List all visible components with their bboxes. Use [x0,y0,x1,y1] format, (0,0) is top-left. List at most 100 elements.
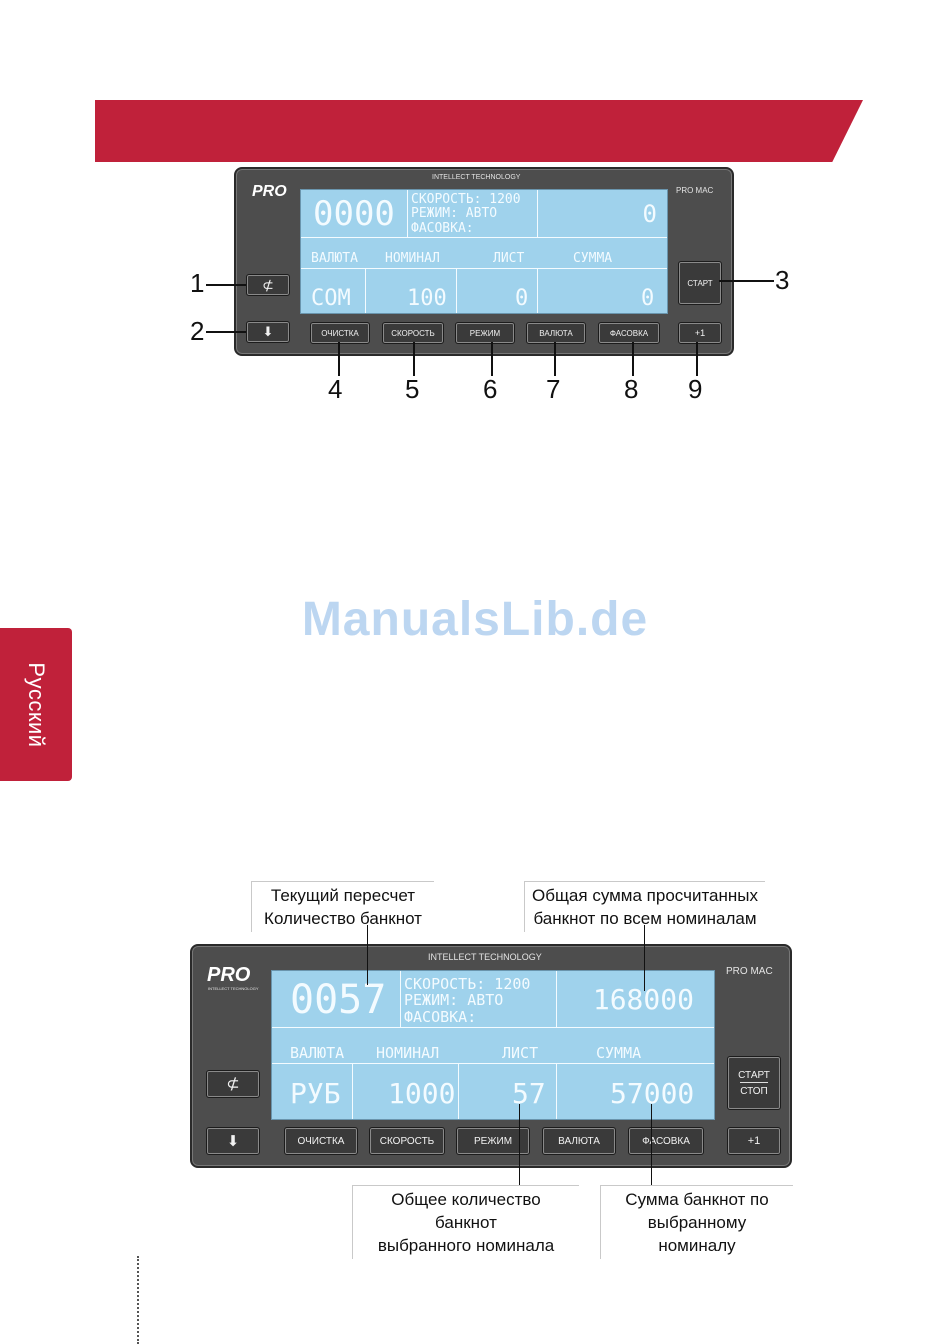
start-button[interactable]: СТАРТ [678,261,722,305]
lcd-divider [352,1063,353,1119]
reset-icon: ⊄ [262,276,274,293]
mode-readout: РЕЖИМ: АВТО [411,206,498,221]
callout-number-7: 7 [546,374,561,404]
callout-current-count-line1: Текущий пересчет [270,886,416,905]
batch-readout: ФАСОВКА: [404,1008,477,1026]
leader-line [644,925,645,991]
lcd-divider [458,1063,459,1119]
leader-line [554,342,556,376]
current-count-value: 0057 [290,977,387,1023]
counter-value: 0000 [313,194,395,234]
leader-line [206,284,246,286]
callout-number-9: 9 [688,374,703,404]
control-panel-diagram-2: PRO INTELLECT TECHNOLOGY INTELLECT TECHN… [190,944,792,1168]
callout-current-count: Текущий пересчет Количество банкнот [251,881,434,932]
column-sum: СУММА [596,1044,642,1062]
batch-button[interactable]: ФАСОВКА [598,322,660,344]
leader-line [413,342,415,376]
lcd-divider [407,190,408,237]
lcd-divider [301,237,667,238]
leader-line [696,342,698,376]
callout-total-sum: Общая сумма просчитанных банкнот по всем… [524,881,765,932]
callout-number-6: 6 [483,374,498,404]
mode-button[interactable]: РЕЖИМ [455,322,515,344]
reset-button[interactable]: ⊄ [246,274,290,296]
page-margin-dotted-line [137,1256,139,1344]
lcd-display: 0000 СКОРОСТЬ: 1200 РЕЖИМ: АВТО ФАСОВКА:… [300,189,668,314]
mode-readout: РЕЖИМ: АВТО [404,991,504,1009]
clear-button[interactable]: ОЧИСТКА [310,322,370,344]
callout-number-3: 3 [775,265,790,295]
callout-number-1: 1 [190,268,205,298]
leader-line [651,1104,652,1188]
lcd-display: 0057 СКОРОСТЬ: 1200 РЕЖИМ: АВТО ФАСОВКА:… [271,970,715,1120]
start-stop-button[interactable]: СТАРТ СТОП [727,1056,781,1110]
denomination-value: 1000 [388,1077,456,1110]
column-sheets: ЛИСТ [493,251,525,266]
start-label: СТАРТ [738,1069,770,1081]
leader-line [338,342,340,376]
callout-total-sum-line2: банкнот по всем номиналам [533,909,757,928]
lcd-divider [537,268,538,313]
pro-logo: PRO [252,183,287,200]
currency-button[interactable]: ВАЛЮТА [526,322,586,344]
lcd-divider [272,1063,714,1064]
callout-number-2: 2 [190,316,205,346]
clear-button[interactable]: ОЧИСТКА [284,1127,358,1155]
currency-value: COM [311,286,351,311]
leader-line [206,331,246,333]
pro-logo: PRO [207,964,251,986]
mode-button[interactable]: РЕЖИМ [456,1127,530,1155]
down-button[interactable]: ⬇ [206,1127,260,1155]
currency-button[interactable]: ВАЛЮТА [542,1127,616,1155]
language-tab-label: Русский [24,661,49,748]
leader-line [519,1104,520,1188]
leader-line [367,925,368,985]
total-sum-value: 168000 [592,983,694,1016]
lcd-divider [537,190,538,237]
watermark: ManualsLib.de [301,593,649,646]
language-tab[interactable]: Русский [0,628,72,781]
speed-readout: СКОРОСТЬ: 1200 [411,192,521,207]
header-text: INTELLECT TECHNOLOGY [432,174,521,181]
speed-readout: СКОРОСТЬ: 1200 [404,975,531,993]
callout-current-count-line2: Количество банкнот [264,909,422,928]
leader-line [719,280,774,282]
down-arrow-icon: ⬇ [262,324,274,339]
column-currency: ВАЛЮТА [290,1044,345,1062]
column-denomination: НОМИНАЛ [385,251,440,266]
model-name: PRO MAC [726,966,773,977]
column-sheets: ЛИСТ [502,1044,539,1062]
reset-icon: ⊄ [226,1076,240,1093]
down-arrow-icon: ⬇ [226,1133,240,1150]
leader-line [491,342,493,376]
callout-denomination-count-line1: Общее количество банкнот [391,1190,541,1232]
plus-one-button[interactable]: +1 [678,322,722,344]
sheets-value: 0 [515,286,529,311]
callout-number-4: 4 [328,374,343,404]
model-name: PRO MAC [676,186,714,195]
down-button[interactable]: ⬇ [246,321,290,343]
speed-button[interactable]: СКОРОСТЬ [382,322,444,344]
column-denomination: НОМИНАЛ [376,1044,440,1062]
lcd-divider [556,971,557,1027]
plus-one-button[interactable]: +1 [727,1127,781,1155]
lcd-divider [556,1063,557,1119]
control-panel-diagram-1: PRO INTELLECT TECHNOLOGY PRO MAC 0000 СК… [234,167,734,356]
callout-number-8: 8 [624,374,639,404]
lcd-divider [400,971,401,1027]
callout-denomination-sum-line2: выбранному номиналу [647,1213,747,1255]
currency-value: РУБ [290,1077,341,1110]
speed-button[interactable]: СКОРОСТЬ [369,1127,445,1155]
sheets-value: 57 [512,1077,546,1110]
section-banner [95,100,863,162]
reset-button[interactable]: ⊄ [206,1070,260,1098]
callout-number-5: 5 [405,374,420,404]
batch-readout: ФАСОВКА: [411,221,474,236]
column-currency: ВАЛЮТА [311,251,358,266]
callout-denomination-sum: Сумма банкнот по выбранному номиналу [600,1185,793,1259]
logo-subtitle: INTELLECT TECHNOLOGY [208,986,259,991]
batch-button[interactable]: ФАСОВКА [628,1127,704,1155]
total-sum-value: 0 [642,200,657,228]
header-text: INTELLECT TECHNOLOGY [428,952,542,962]
